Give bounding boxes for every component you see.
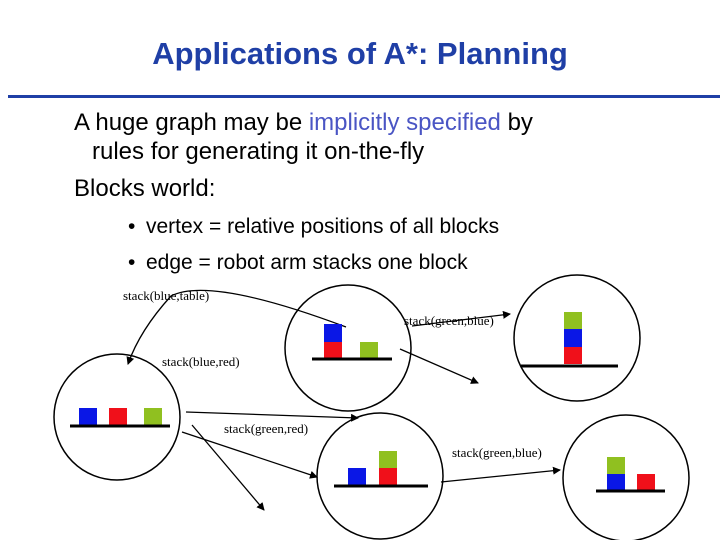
green-block xyxy=(144,408,162,425)
edge-stack-blue-table xyxy=(126,289,347,365)
edge-lower-left xyxy=(191,424,265,511)
sub-bullet-vertex: • vertex = relative positions of all bloc… xyxy=(128,215,499,239)
blue-block xyxy=(607,474,625,490)
bullet-text-continuation: rules for generating it on-the-fly xyxy=(92,138,425,165)
sub-bullet-vertex-text: vertex = relative positions of all block… xyxy=(146,215,500,238)
bullet-implicit-graph: A huge graph may be implicitly specified… xyxy=(74,108,674,166)
state-bottom-right-blocks xyxy=(596,457,665,493)
edge-stack-blue-red xyxy=(399,348,479,384)
edge-stack-green-blue-bottom xyxy=(440,466,561,483)
label-stack-green-blue-bottom: stack(green,blue) xyxy=(452,445,542,460)
blue-block xyxy=(348,468,366,485)
bullet-blocks-world: Blocks world: xyxy=(74,175,216,202)
blue-block xyxy=(79,408,97,425)
bullet-dot: • xyxy=(128,251,136,274)
blue-block xyxy=(324,324,342,342)
sub-bullet-edge: • edge = robot arm stacks one block xyxy=(128,251,468,275)
label-stack-blue-red: stack(blue,red) xyxy=(162,354,240,369)
label-stack-blue-table: stack(blue,table) xyxy=(123,288,209,303)
green-block xyxy=(360,342,378,358)
sub-bullet-edge-text: edge = robot arm stacks one block xyxy=(146,251,468,274)
edge-stack-green-red-link xyxy=(185,411,359,422)
green-block xyxy=(607,457,625,474)
bullet-dot: • xyxy=(128,215,136,238)
red-block xyxy=(637,474,655,490)
label-stack-green-red: stack(green,red) xyxy=(224,421,308,436)
label-stack-green-blue-top: stack(green,blue) xyxy=(404,313,494,328)
highlight-implicitly-specified: implicitly specified xyxy=(308,109,501,136)
slide-title: Applications of A*: Planning xyxy=(152,36,568,71)
state-bottom-center-blocks xyxy=(334,451,428,488)
state-circle-bottom-right xyxy=(562,414,690,540)
red-block xyxy=(564,347,582,364)
red-block xyxy=(324,342,342,358)
bullet-text-prefix: A huge graph may be xyxy=(74,109,309,136)
red-block xyxy=(379,468,397,485)
green-block xyxy=(564,312,582,329)
edge-stack-green-red xyxy=(181,431,318,479)
state-top-center-blocks xyxy=(312,324,392,361)
state-circle-top-center xyxy=(284,284,412,412)
title-divider xyxy=(8,95,720,98)
edge-stack-green-blue-top xyxy=(411,310,511,327)
state-top-right-blocks xyxy=(521,312,618,368)
state-left-blocks xyxy=(70,408,170,428)
blue-block xyxy=(564,329,582,347)
red-block xyxy=(109,408,127,425)
bullet-text-suffix: by xyxy=(500,109,533,136)
green-block xyxy=(379,451,397,468)
